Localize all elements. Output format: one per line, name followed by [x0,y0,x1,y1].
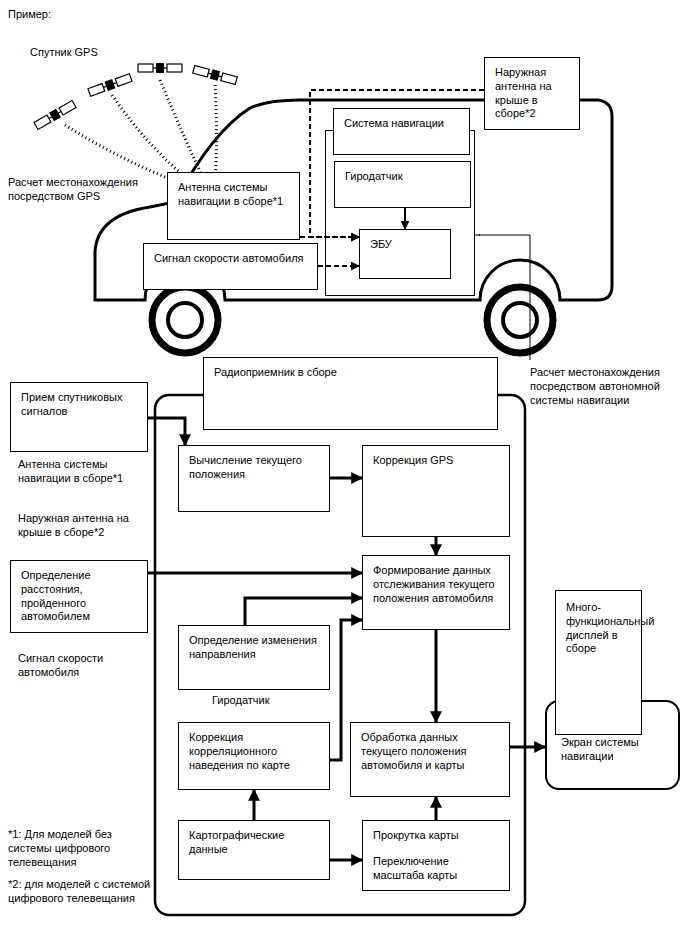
box-text: Система навигации [333,108,470,155]
flow-arrow [435,537,438,555]
box-text: Экран системы навигации [561,736,668,764]
satellite [88,73,133,97]
process-box: Определение изменения направления [178,625,330,690]
signal-label: Сигнал скорости автомобиля [18,652,138,680]
flow-arrow [253,790,256,820]
flow-arrow [435,797,438,820]
satellite [33,100,76,131]
box-text: Определение изменения направления [189,634,319,662]
process-box: Картографические данные [178,820,330,880]
gps-satellites [33,63,237,130]
system-group: Система навигацииГиродатчикЭБУ [325,130,475,296]
box-text: Картографические данные [189,829,319,857]
part-label: Гиродатчик [212,694,302,708]
satellite [138,63,182,73]
flow-arrow [310,90,484,237]
box-text: Сигнал скорости автомобиля [154,252,307,266]
box-text: Коррекция корреляционного наведения по к… [189,731,319,772]
process-box: Антенна системы навигации в сборе*1 [167,172,300,240]
part-label: Антенна системы навигации в сборе*1 [18,458,153,486]
footnote: *1: Для моделей без системы цифрового те… [8,828,153,869]
footnote: *2: для моделей с системой цифрового тел… [8,878,153,906]
box-text: Коррекция GPS [373,454,499,468]
satellite [192,64,237,85]
box-text: Наружная антенна на крыше в сборе*2 [495,66,569,121]
box-text: Прием спутниковых сигналов [21,391,137,419]
satellite-beams [65,80,217,185]
process-box: Сигнал скорости автомобиля [143,243,318,290]
flow-arrow [148,572,362,575]
box-text: Антенна системы навигации в сборе*1 [178,181,289,209]
caption-label: Пример: [8,8,88,22]
display-unit: Много-функциональный дисплей в сборе [555,590,642,735]
box-text: Прокрутка карты [373,829,499,843]
wheels [152,287,553,353]
box-text: Много-функциональный дисплей в сборе [566,601,631,656]
box-text-secondary: Переключение масштаба карты [373,855,499,883]
process-box: Коррекция корреляционного наведения по к… [178,722,330,790]
leader-line [478,235,530,360]
process-box: ЭБУ [359,229,451,279]
note-label: Расчет местонахождения посредством автон… [530,366,682,407]
part-label: Спутник GPS [30,46,130,60]
box-text: Обработка данных текущего положения авто… [361,731,499,772]
box-text: Гиродатчик [345,170,460,184]
flow-arrow [404,208,406,229]
car-body [95,100,612,300]
process-box: Определение расстояния, пройденного авто… [10,560,148,633]
box-text: Формирование данных отслеживания текущег… [373,564,499,605]
box-text: Вычисление текущего положения [189,454,319,482]
process-box: Формирование данных отслеживания текущег… [362,555,510,630]
flow-arrow [330,477,362,480]
process-box: Прием спутниковых сигналов [10,382,148,452]
process-box: Обработка данных текущего положения авто… [350,722,510,797]
flow-arrow [510,746,545,749]
note-label: Расчет местонахождения посредством GPS [8,176,140,204]
process-box: Вычисление текущего положения [178,445,330,512]
flow-arrow [148,418,185,445]
flow-arrow [330,859,362,862]
box-text: ЭБУ [370,238,440,252]
process-box: Гиродатчик [334,161,471,208]
box-text: Определение расстояния, пройденного авто… [21,569,137,624]
process-box: Наружная антенна на крыше в сборе*2 [484,57,580,130]
part-label: Наружная антенна на крыше в сборе*2 [18,512,153,540]
receiver-housing [155,395,525,915]
box-text: Радиоприемник в сборе [203,357,498,430]
receiver-assembly: Радиоприемник в сбореВычисление текущего… [155,395,525,915]
process-box: Прокрутка картыПереключение масштаба кар… [362,820,510,891]
flow-arrow [435,630,438,722]
process-box: Коррекция GPS [362,445,510,537]
